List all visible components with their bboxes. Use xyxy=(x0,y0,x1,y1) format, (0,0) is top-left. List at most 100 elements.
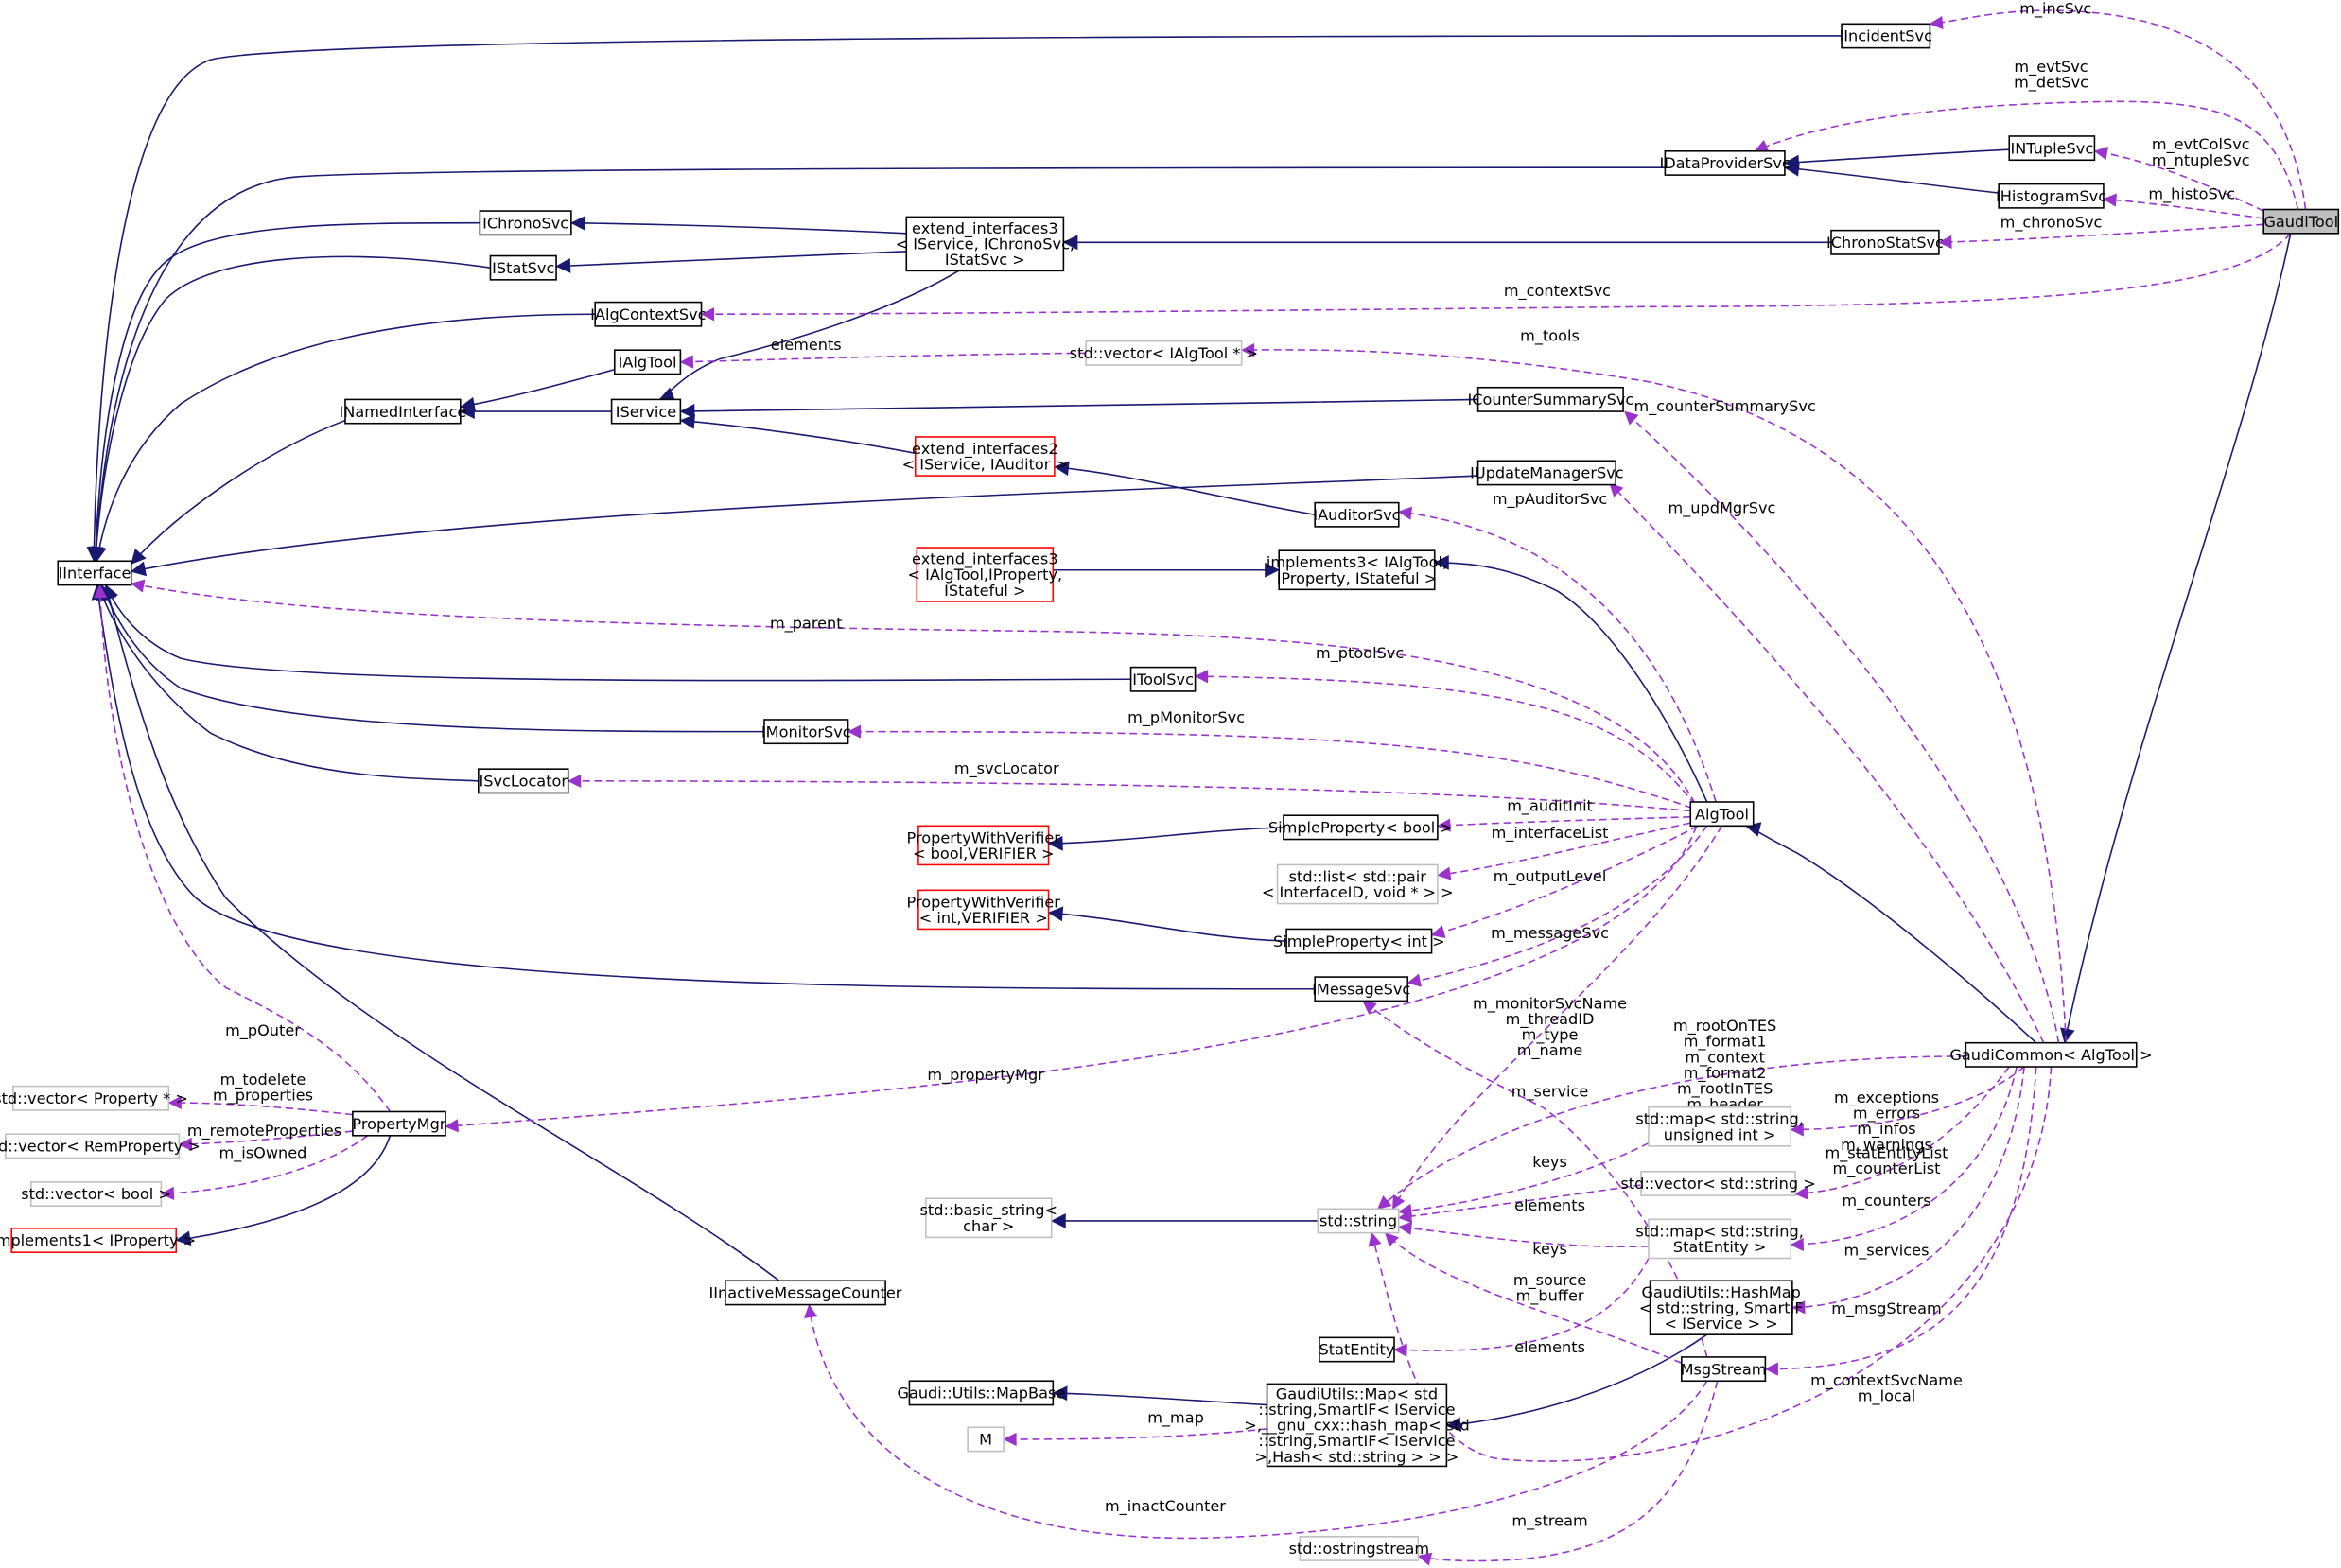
node-pwv-bool[interactable]: PropertyWithVerifier< bool,VERIFIER > xyxy=(907,825,1061,866)
node-simpleproperty-int[interactable]: SimpleProperty< int > xyxy=(1273,928,1445,954)
node-box xyxy=(1640,1170,1796,1196)
node-pwv-int[interactable]: PropertyWithVerifier< int,VERIFIER > xyxy=(907,889,1061,931)
node-label-line: < bool,VERIFIER > xyxy=(913,845,1054,862)
node-ichronostatsvc[interactable]: IChronoStatSvc xyxy=(1826,229,1944,255)
node-mapbase[interactable]: Gaudi::Utils::MapBase xyxy=(897,1380,1065,1406)
node-box xyxy=(1085,340,1243,366)
node-iservice[interactable]: IService xyxy=(610,398,682,425)
node-label-line: IToolSvc xyxy=(1132,671,1194,688)
node-iauditorsvc[interactable]: IAuditorSvc xyxy=(1313,501,1401,528)
node-intuplesvc[interactable]: INTupleSvc xyxy=(2008,135,2096,162)
node-gaudiutils-map[interactable]: GaudiUtils::Map< std::string,SmartIF< IS… xyxy=(1244,1383,1470,1468)
node-label: extend_interfaces2< IService, IAuditor > xyxy=(902,440,1068,474)
node-vector-string[interactable]: std::vector< std::string > xyxy=(1620,1170,1816,1196)
node-label-line: unsigned int > xyxy=(1664,1125,1776,1143)
edge-label-m-pauditorsvc: m_pAuditorSvc xyxy=(1493,490,1607,509)
node-iinterface[interactable]: IInterface xyxy=(57,560,132,586)
edge-label-keys-stat: keys xyxy=(1532,1240,1567,1258)
edge-label-m-messagesvc: m_messageSvc xyxy=(1491,924,1609,943)
edge-label-line: m_inactCounter xyxy=(1105,1497,1226,1516)
node-label: IUpdateManagerSvc xyxy=(1470,464,1623,482)
node-msgstream[interactable]: MsgStream xyxy=(1681,1356,1767,1383)
edge-label-m-pouter: m_pOuter xyxy=(225,1021,301,1040)
node-propertymgr[interactable]: PropertyMgr xyxy=(352,1110,446,1137)
edge-m-ptoolsvc xyxy=(1194,670,1696,806)
node-list-pair[interactable]: std::list< std::pair< InterfaceID, void … xyxy=(1262,863,1454,905)
node-label-line: implements3< IAlgTool, xyxy=(1267,553,1447,571)
node-vector-remproperty[interactable]: std::vector< RemProperty > xyxy=(0,1133,201,1159)
edge-label-line: m_pAuditorSvc xyxy=(1493,490,1607,509)
node-box xyxy=(1841,23,1931,49)
node-std-string[interactable]: std::string xyxy=(1317,1208,1400,1234)
node-box xyxy=(905,216,1065,272)
node-simpleproperty-bool[interactable]: SimpleProperty< bool > xyxy=(1268,814,1453,841)
node-label: extend_interfaces3< IAlgTool,IProperty,I… xyxy=(907,550,1062,600)
edge-label-line: m_pMonitorSvc xyxy=(1127,708,1245,727)
node-icountersummarysvc[interactable]: ICounterSummarySvc xyxy=(1467,386,1633,412)
node-gaudicommon[interactable]: GaudiCommon< AlgTool > xyxy=(1949,1041,2153,1068)
inheritance-edge-10 xyxy=(460,369,615,412)
node-iinactivemessagecounter[interactable]: IInactiveMessageCounter xyxy=(709,1280,902,1306)
node-algtool[interactable]: AlgTool xyxy=(1689,801,1755,828)
node-imessagesvc[interactable]: IMessageSvc xyxy=(1312,976,1410,1002)
node-map-string-statentity[interactable]: std::map< std::string,StatEntity > xyxy=(1635,1218,1804,1260)
node-box xyxy=(10,1228,178,1253)
node-inamedinterface[interactable]: INamedInterface xyxy=(340,398,467,425)
node-label-line: std::vector< RemProperty > xyxy=(0,1138,201,1156)
node-basic-string[interactable]: std::basic_string<char > xyxy=(919,1197,1057,1239)
inheritance-edge-19 xyxy=(104,584,1131,682)
edge-label-line: m_rootOnTES xyxy=(1673,1017,1776,1036)
node-label: std::string xyxy=(1319,1212,1397,1230)
node-ialgcontextsvc[interactable]: IAlgContextSvc xyxy=(590,301,707,327)
node-implements3[interactable]: implements3< IAlgTool,IProperty, IStatef… xyxy=(1267,549,1447,591)
node-imonitorsvc[interactable]: IMonitorSvc xyxy=(761,719,851,745)
node-label-line: IHistogramSvc xyxy=(1996,187,2106,205)
node-vector-bool[interactable]: std::vector< bool > xyxy=(21,1181,171,1207)
node-gauditool[interactable]: GaudiTool xyxy=(2262,208,2340,235)
node-box xyxy=(1689,801,1755,828)
node-label: IInactiveMessageCounter xyxy=(709,1284,902,1302)
node-istatsvc[interactable]: IStatSvc xyxy=(489,254,557,281)
edge-label-m-remoteproperties: m_remoteProperties xyxy=(187,1122,341,1141)
node-ostringstream[interactable]: std::ostringstream xyxy=(1289,1535,1429,1561)
node-vector-ialgtool[interactable]: std::vector< IAlgTool * > xyxy=(1070,340,1258,366)
node-isvclocator[interactable]: ISvcLocator xyxy=(478,768,569,794)
node-m[interactable]: M xyxy=(967,1426,1005,1453)
node-label-line: StatEntity xyxy=(1319,1341,1395,1359)
edge-label-m-counters: m_counters xyxy=(1842,1192,1930,1211)
node-extend-interfaces2[interactable]: extend_interfaces2< IService, IAuditor > xyxy=(902,436,1068,477)
inheritance-edge-25 xyxy=(91,584,1316,990)
edge-m-counters xyxy=(1790,1066,2018,1252)
node-idataprovidersvc[interactable]: IDataProviderSvc xyxy=(1660,149,1791,176)
node-extend-interfaces3-chrono[interactable]: extend_interfaces3< IService, IChronoSvc… xyxy=(896,216,1074,272)
node-label-line: std::ostringstream xyxy=(1289,1540,1429,1558)
edge-m-propertymgr xyxy=(445,826,1698,1133)
edge-m-todelete xyxy=(167,1095,353,1116)
node-ihistogramsvc[interactable]: IHistogramSvc xyxy=(1996,183,2106,209)
node-itoolsvc[interactable]: IToolSvc xyxy=(1129,666,1197,692)
node-implements1[interactable]: implements1< IProperty > xyxy=(0,1228,196,1253)
node-box xyxy=(344,398,462,425)
node-map-string-uint[interactable]: std::map< std::string,unsigned int > xyxy=(1635,1106,1804,1147)
inheritance-edge-20 xyxy=(99,584,764,733)
edge-label-line: m_propertyMgr xyxy=(927,1066,1044,1085)
node-ichronosvc[interactable]: IChronoSvc xyxy=(479,210,572,236)
node-ialgtool[interactable]: IAlgTool xyxy=(613,349,682,375)
node-label-line: extend_interfaces3 xyxy=(912,219,1058,238)
node-iupdatemanagersvc[interactable]: IUpdateManagerSvc xyxy=(1470,460,1624,486)
node-iincidentsvc[interactable]: IIncidentSvc xyxy=(1840,23,1932,49)
edge-label-line: m_remoteProperties xyxy=(187,1122,341,1141)
node-box xyxy=(489,254,557,281)
node-label-line: IMonitorSvc xyxy=(761,723,851,740)
node-hashmap[interactable]: GaudiUtils::HashMap< std::string, SmartI… xyxy=(1639,1280,1804,1335)
node-extend-interfaces3-prop[interactable]: extend_interfaces3< IAlgTool,IProperty,I… xyxy=(907,547,1062,602)
node-label-line: std::basic_string< xyxy=(919,1201,1057,1220)
node-vector-property[interactable]: std::vector< Property * > xyxy=(0,1085,188,1111)
edge-m-service xyxy=(1362,1000,1708,1358)
edge-label-elements-algtool: elements xyxy=(771,336,842,354)
edge-m-updmgrsvc xyxy=(1609,482,2045,1044)
node-statentity[interactable]: StatEntity xyxy=(1319,1336,1395,1363)
